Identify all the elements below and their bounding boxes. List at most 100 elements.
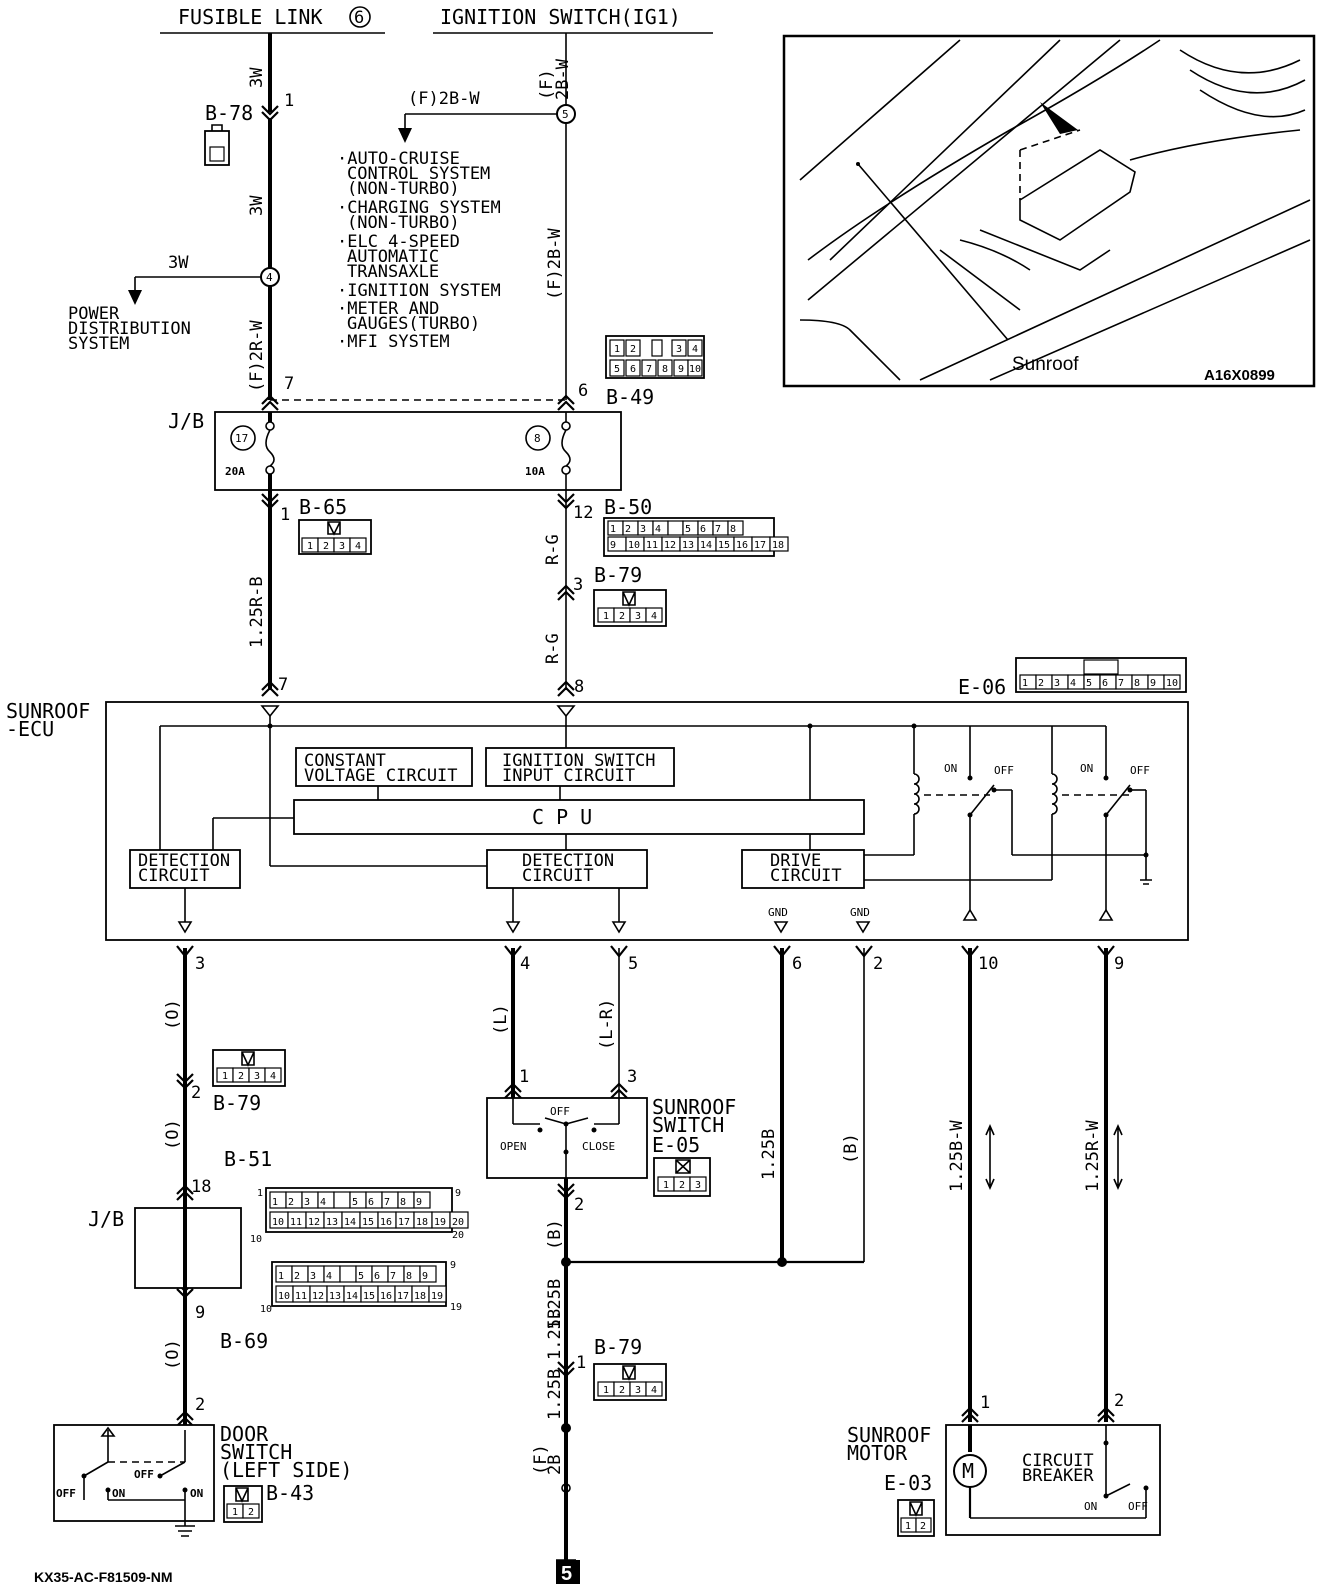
sunroof-switch-title: SWITCH (652, 1113, 724, 1137)
connector-pin-number: 2 (288, 1197, 294, 1208)
connector-pin-number: 10 (278, 1291, 290, 1302)
connector-b79-top: B-79 1 2 3 4 (593, 563, 667, 627)
pin-label: 2 (191, 1083, 201, 1103)
svg-text:3: 3 (339, 541, 345, 552)
connector-b79-bottom: B-79 1 2 3 4 (593, 1335, 667, 1401)
cb-on-label: ON (1084, 1500, 1097, 1513)
wire-label: (L-R) (597, 999, 617, 1050)
svg-text:1: 1 (603, 1385, 609, 1396)
svg-text:3: 3 (635, 611, 641, 622)
svg-text:4: 4 (692, 344, 698, 355)
connector-pin-number: 6 (374, 1271, 380, 1282)
pin-label: 6 (578, 381, 588, 401)
door-switch-title: DOOR (220, 1422, 269, 1446)
connector-pin-number: 14 (700, 540, 712, 551)
connector-pin-number: 14 (346, 1291, 358, 1302)
circuit-breaker-label: CIRCUIT (1022, 1451, 1094, 1471)
connector-pin-number: 3 (640, 524, 646, 535)
connector-pin-number: 8 (406, 1271, 412, 1282)
connector-pin-number: 7 (1118, 678, 1124, 689)
pin-label: 1 (257, 1188, 263, 1199)
page-number: 5 (561, 1563, 572, 1585)
svg-text:8: 8 (662, 364, 668, 375)
wire-jb-ecu-left: 1 1.25R-B 7 (247, 490, 290, 697)
connector-pin-number: 1 (278, 1271, 284, 1282)
pin-label: 1 (519, 1067, 529, 1087)
connector-label: B-78 (205, 101, 253, 125)
connector-pin-number: 13 (682, 540, 694, 551)
relay-on-label: ON (1080, 762, 1093, 775)
page-number-box (556, 1560, 580, 1584)
connector-b43: 1 2 B-43 (223, 1481, 314, 1523)
cpu-label: C P U (532, 805, 592, 829)
connector-pin-number: 1 (1022, 678, 1028, 689)
svg-text:2: 2 (920, 1521, 926, 1532)
wire-label: 1.25B (545, 1279, 565, 1330)
connector-pin-number: 2 (625, 524, 631, 535)
connector-label: E-06 (958, 675, 1006, 699)
connector-pin-number: 6 (368, 1197, 374, 1208)
connector-label: B-79 (213, 1091, 261, 1115)
wire-label: (O) (163, 1119, 183, 1150)
wire-label: (O) (163, 999, 183, 1030)
connector-pin-number: 12 (312, 1291, 324, 1302)
connector-pin-number: 9 (422, 1271, 428, 1282)
motor-title: SUNROOF (847, 1423, 931, 1447)
svg-text:2: 2 (238, 1071, 244, 1082)
connector-pin-cell (428, 1285, 447, 1303)
connector-label: B-79 (594, 563, 642, 587)
gnd-label: GND (850, 906, 870, 919)
pin-label: 2 (574, 1195, 584, 1215)
wire-door-switch: (O) 2 (O) 18 9 (O) 2 (163, 945, 211, 1427)
svg-text:2: 2 (248, 1507, 254, 1518)
splice-number: 5 (562, 108, 569, 121)
splice-number: 4 (266, 271, 273, 284)
pin-label: 7 (278, 675, 288, 695)
connector-pin-number: 11 (646, 540, 658, 551)
connector-label: E-03 (884, 1471, 932, 1495)
connector-pin-cell (449, 1211, 469, 1229)
svg-text:6: 6 (630, 364, 636, 375)
relay-on-label: ON (944, 762, 957, 775)
fuse-number: 17 (235, 432, 248, 445)
connector-pin-number: 4 (1070, 678, 1076, 689)
svg-text:2: 2 (619, 1385, 625, 1396)
connector-pin-number: 6 (700, 524, 706, 535)
fuse-rating: 10A (525, 465, 545, 478)
fuse-number: 8 (534, 432, 541, 445)
connector-pin-number: 17 (754, 540, 766, 551)
connector-pin-number: 17 (397, 1291, 409, 1302)
connector-label: B-65 (299, 495, 347, 519)
wire-label: 2B-W (553, 58, 573, 100)
svg-text:10: 10 (689, 364, 701, 375)
connector-pin-number: 6 (1102, 678, 1108, 689)
junction-block-2: J/B (88, 1207, 242, 1289)
connector-pin-number: 16 (380, 1291, 392, 1302)
svg-text:5: 5 (614, 364, 620, 375)
connector-pin-number: 16 (736, 540, 748, 551)
svg-text:3: 3 (254, 1071, 260, 1082)
svg-text:2: 2 (619, 611, 625, 622)
connector-pin-number: 5 (358, 1271, 364, 1282)
connector-pin-number: 10 (272, 1217, 284, 1228)
svg-text:1: 1 (603, 611, 609, 622)
ecu-title: SUNROOF (6, 699, 90, 723)
switch-off-label: OFF (134, 1468, 154, 1481)
wire-jb-ecu-right: 12 R-G 3 R-G 8 (543, 490, 593, 697)
connector-pin-number: 16 (380, 1217, 392, 1228)
cb-off-label: OFF (1128, 1500, 1148, 1513)
connector-pin-number: 13 (326, 1217, 338, 1228)
pin-label: 2 (1114, 1391, 1124, 1411)
connector-pin-cell (769, 536, 789, 552)
connector-label: B-50 (604, 495, 652, 519)
pin-label: 9 (195, 1303, 205, 1323)
connector-pin-number: 4 (320, 1197, 326, 1208)
svg-text:1: 1 (222, 1071, 228, 1082)
wire-label: 1.25B (545, 1309, 565, 1360)
jb-label: J/B (168, 409, 204, 433)
systems-item: CONTROL SYSTEM (347, 164, 490, 184)
